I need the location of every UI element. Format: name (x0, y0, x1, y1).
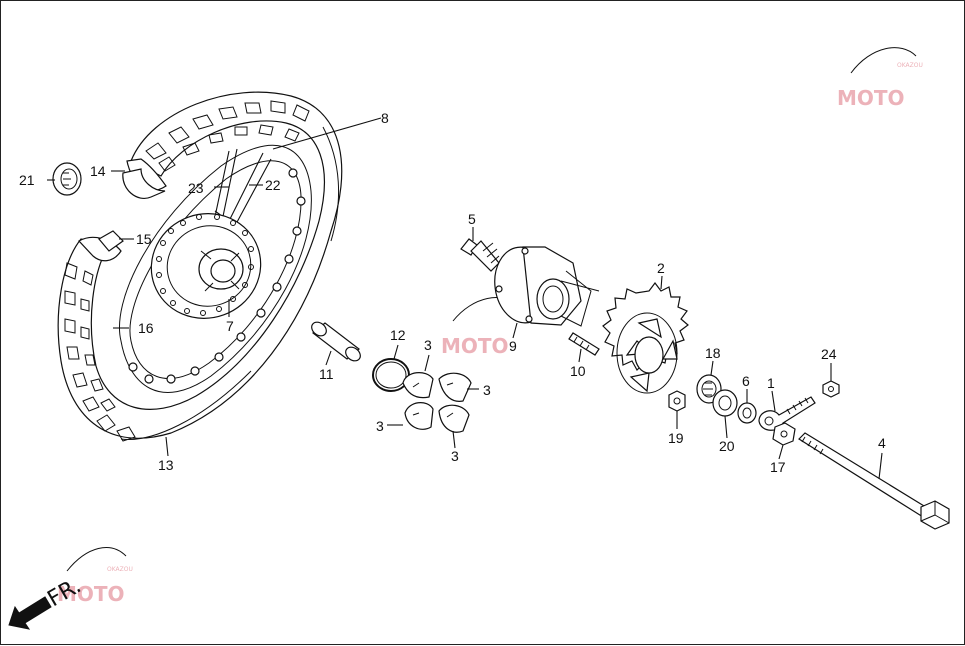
callout-16: 16 (138, 320, 154, 336)
callout-24: 24 (821, 346, 837, 362)
callout-14: 14 (90, 163, 106, 179)
wheel-hub (150, 213, 262, 319)
part-5-bolt (460, 238, 500, 272)
watermark-text: MOTO (837, 86, 905, 110)
part-21-bearing (52, 162, 82, 196)
watermark-center: MOTO (441, 297, 519, 358)
part-14-tube (122, 168, 166, 199)
watermark-subtext: OKAZOU (107, 566, 133, 573)
watermark-text: MOTO (441, 334, 509, 358)
watermark-bottom-left: MOTO OKAZOU (57, 547, 133, 606)
callout-23: 23 (188, 180, 204, 196)
part-10-stud (568, 332, 600, 356)
callout-4: 4 (878, 435, 886, 451)
callout-10: 10 (570, 363, 586, 379)
callout-3-right: 3 (483, 382, 491, 398)
callout-labels: 1 2 3 3 3 3 3 4 5 6 7 8 9 10 11 12 13 14… (19, 110, 886, 475)
callout-6: 6 (742, 373, 750, 389)
hub-holes (156, 214, 254, 316)
callout-9: 9 (509, 338, 517, 354)
callout-7: 7 (226, 318, 234, 334)
front-arrow-icon (8, 596, 52, 630)
callout-22: 22 (265, 177, 281, 193)
watermark-text: MOTO (57, 582, 125, 606)
part-12-o-ring (372, 358, 410, 392)
callout-3-top: 3 (424, 337, 432, 353)
callout-11: 11 (319, 366, 334, 382)
rear-tire (57, 91, 343, 442)
watermark-top-right: MOTO OKAZOU (837, 47, 923, 110)
part-1-adjuster (758, 396, 816, 431)
part-15-valve (98, 230, 124, 252)
part-17-nut (772, 422, 796, 446)
part-20-collar (712, 389, 738, 417)
part-6-spacer (737, 402, 757, 424)
part-2-sprocket (602, 282, 689, 394)
part-9-flange (494, 246, 600, 327)
callout-18: 18 (705, 345, 721, 361)
callout-5: 5 (468, 211, 476, 227)
callout-17: 17 (770, 459, 786, 475)
callout-20: 20 (719, 438, 735, 454)
part-11-collar (311, 321, 361, 362)
callout-19: 19 (668, 430, 684, 446)
callout-21: 21 (19, 172, 35, 188)
callout-3-bottom: 3 (451, 448, 459, 464)
front-direction-indicator: FR. (8, 573, 86, 630)
callout-1: 1 (767, 375, 775, 391)
part-4-axle (798, 432, 950, 530)
leader-lines (47, 117, 883, 480)
callout-13: 13 (158, 457, 174, 473)
callout-3-left: 3 (376, 418, 384, 434)
part-3-dampers (402, 372, 472, 433)
watermark-subtext: OKAZOU (897, 62, 923, 69)
callout-15: 15 (136, 231, 152, 247)
callout-2: 2 (657, 260, 665, 276)
part-24-nut (822, 380, 840, 398)
callout-8: 8 (381, 110, 389, 126)
part-19-nut (668, 390, 686, 412)
spoke-nipples (128, 168, 306, 384)
callout-12: 12 (390, 327, 406, 343)
